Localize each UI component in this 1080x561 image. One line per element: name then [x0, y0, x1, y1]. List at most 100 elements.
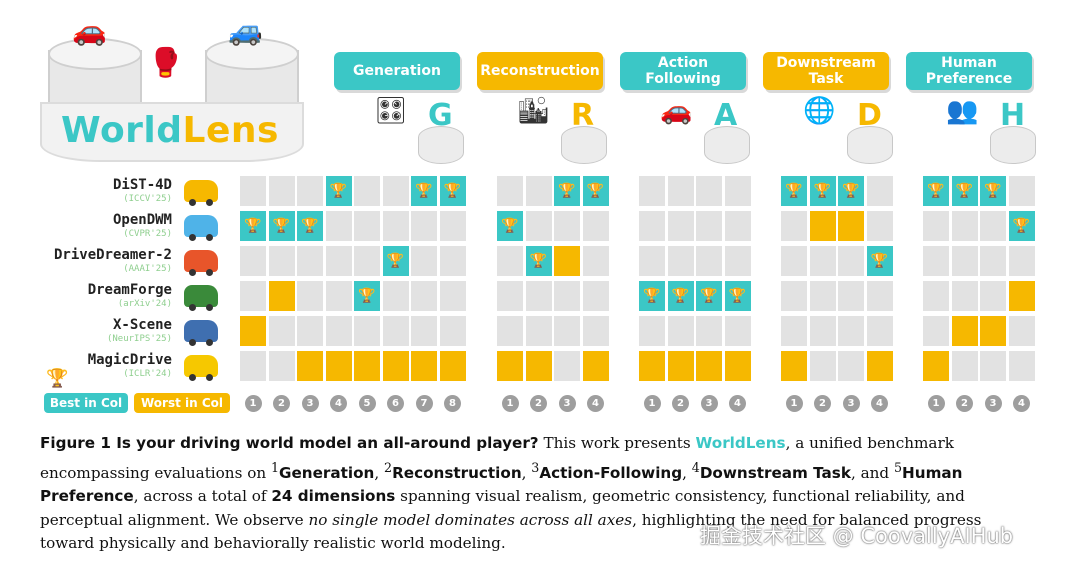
grid-cell [838, 351, 864, 381]
tab-generation: Generation [334, 52, 460, 90]
grid-cell [639, 351, 665, 381]
grid-cell [667, 351, 694, 381]
grid-cell: 🏆 [809, 176, 836, 206]
grid-cell: 🏆 [838, 176, 864, 206]
grid-cell: 🏆 [497, 211, 523, 241]
grid-cell [696, 316, 722, 346]
grid-cell [240, 246, 266, 276]
grid-cell [667, 316, 694, 346]
grid-cell [268, 246, 295, 276]
dimension-number: 1 [501, 395, 519, 412]
trophy-icon: 🏆 [700, 288, 718, 304]
grid-cell [724, 211, 751, 241]
grid-cell [382, 281, 409, 311]
grid-cell [809, 211, 836, 241]
trophy-icon: 🏆 [529, 253, 548, 269]
grid-cell [525, 211, 552, 241]
grid-cell [696, 246, 722, 276]
dimension-number: 7 [415, 395, 433, 412]
grid-cell [781, 211, 807, 241]
grid-cell [866, 281, 893, 311]
grid-cell: 🏆 [382, 246, 409, 276]
model-name: DreamForge [87, 282, 172, 298]
logo-text: WorldLens [61, 110, 279, 151]
grid-cell [696, 211, 722, 241]
grid-cell [240, 316, 266, 346]
trophy-icon: 🏆 [244, 218, 262, 234]
grid-cell: 🏆 [667, 281, 694, 311]
grid-cell [382, 211, 409, 241]
grid-cell [297, 281, 323, 311]
grid-cell [951, 316, 978, 346]
grid-cell: 🏆 [268, 211, 295, 241]
grid-cell [667, 246, 694, 276]
model-name: X-Scene [112, 317, 172, 333]
trophy-icon: 🏆 [728, 288, 747, 304]
grid-cell: 🏆 [325, 176, 352, 206]
watermark: 掘金技术社区 @ CoovallyAIHub [700, 524, 1014, 548]
grid-cell [325, 351, 352, 381]
grid-cell [866, 211, 893, 241]
grid-cell [696, 176, 722, 206]
grid-cell [838, 246, 864, 276]
dimension-number: 1 [785, 395, 803, 412]
car-icon [184, 355, 218, 381]
grid-cell [951, 351, 978, 381]
grid-cell [781, 351, 807, 381]
category-cylinder [847, 126, 893, 164]
grid-cell [497, 351, 523, 381]
grid-cell [382, 316, 409, 346]
grid-cell [497, 316, 523, 346]
grid-cell [923, 281, 949, 311]
dimension-number: 4 [729, 395, 746, 412]
trophy-icon: 🏆 [301, 218, 319, 234]
trophy-icon: 🏆 [386, 253, 405, 269]
grid-cell [439, 351, 466, 381]
category-icon: 🏙 [517, 96, 551, 126]
grid-cell [525, 281, 552, 311]
grid-cell [240, 176, 266, 206]
model-venue: (AAAI'25) [123, 264, 172, 274]
trophy-icon: 🏆 [586, 183, 605, 199]
dimension-number: 2 [814, 395, 831, 412]
grid-cell [667, 176, 694, 206]
grid-cell [297, 176, 323, 206]
grid-cell [325, 316, 352, 346]
trophy-icon: 🏆 [272, 218, 291, 234]
dimension-number: 2 [530, 395, 547, 412]
grid-cell: 🏆 [696, 281, 722, 311]
dimension-number: 5 [358, 395, 376, 412]
grid-cell: 🏆 [525, 246, 552, 276]
car-icon [184, 215, 218, 241]
grid-cell: 🏆 [297, 211, 323, 241]
category-icon: 🎛 [374, 96, 408, 126]
grid-cell [297, 246, 323, 276]
grid-cell [439, 281, 466, 311]
grid-cell [354, 246, 380, 276]
grid-cell [696, 351, 722, 381]
category-cylinder [418, 126, 464, 164]
grid-cell: 🏆 [639, 281, 665, 311]
grid-cell [268, 281, 295, 311]
dimension-number: 6 [387, 395, 404, 412]
dimension-number: 3 [700, 395, 718, 412]
grid-cell: 🏆 [1008, 211, 1035, 241]
trophy-icon: 🏆 [870, 253, 889, 269]
grid-cell [724, 316, 751, 346]
category-cylinder [990, 126, 1036, 164]
grid-cell [268, 351, 295, 381]
grid-cell: 🏆 [240, 211, 266, 241]
grid-cell [1008, 316, 1035, 346]
trophy-icon: 🏆 [927, 183, 945, 199]
grid-cell [582, 281, 609, 311]
dimension-number: 2 [956, 395, 973, 412]
grid-cell [582, 246, 609, 276]
grid-cell [781, 281, 807, 311]
dimension-number: 1 [244, 395, 262, 412]
grid-cell [439, 211, 466, 241]
dimension-number: 2 [672, 395, 689, 412]
grid-cell [951, 281, 978, 311]
grid-cell [923, 316, 949, 346]
grid-cell [980, 281, 1006, 311]
grid-cell [724, 351, 751, 381]
